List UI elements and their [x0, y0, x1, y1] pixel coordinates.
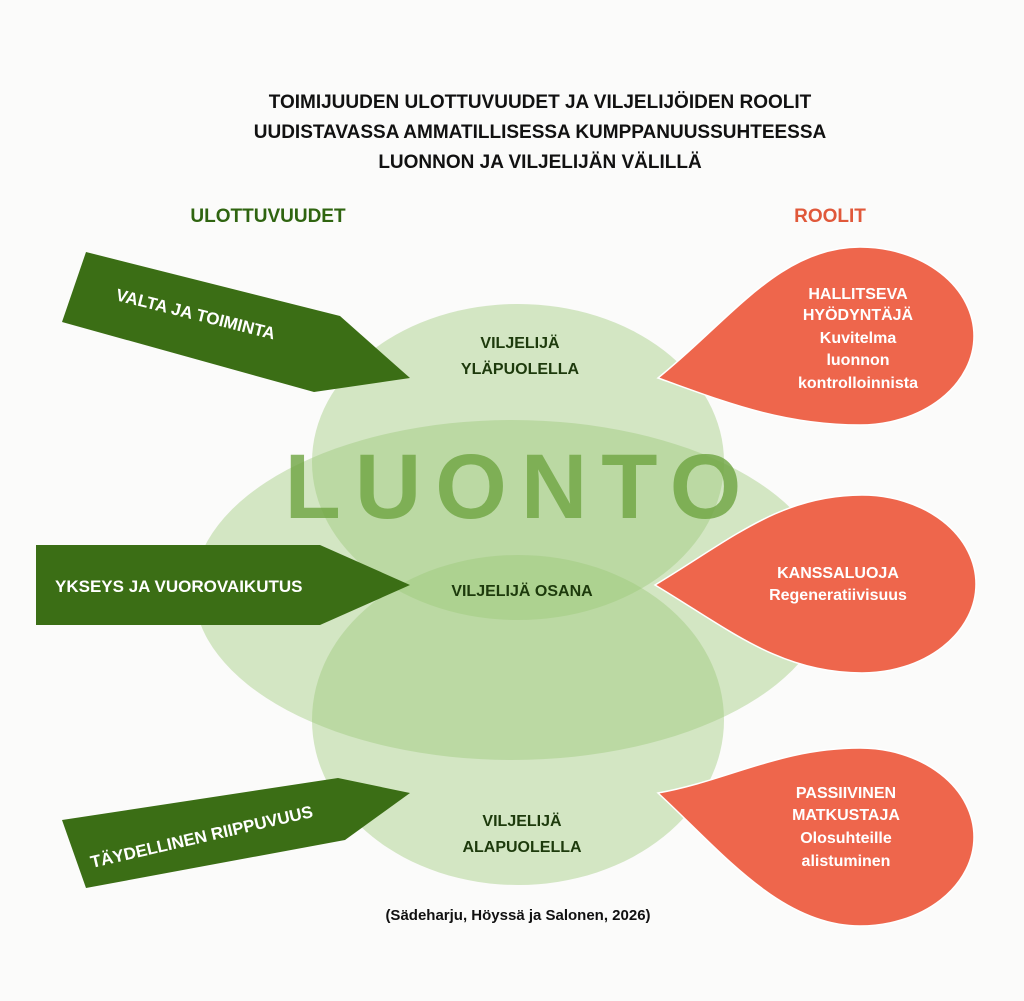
role-3-line-3: Olosuhteille: [800, 830, 892, 847]
nature-label: LUONTO: [285, 436, 756, 538]
role-drop-co-creator: [653, 494, 977, 674]
title-line-3: LUONNON JA VILJELIJÄN VÄLILLÄ: [378, 152, 702, 173]
dimension-arrow-dependence: [62, 778, 410, 888]
role-2-line-2: Regeneratiivisuus: [769, 587, 907, 604]
position-top-line-1: VILJELIJÄ: [480, 334, 560, 352]
dimension-arrow-power: [62, 252, 410, 392]
farmer-above-circle: [312, 304, 724, 620]
citation: (Sädeharju, Höyssä ja Salonen, 2026): [385, 907, 650, 924]
role-2-line-1: KANSSALUOJA: [777, 565, 899, 582]
title-line-1: TOIMIJUUDEN ULOTTUVUUDET JA VILJELIJÖIDE…: [269, 92, 812, 113]
role-1-line-1: HALLITSEVA: [808, 286, 908, 303]
role-3-line-4: alistuminen: [802, 853, 891, 870]
role-1-line-3: Kuvitelma: [820, 330, 897, 347]
role-drop-passive: [656, 747, 975, 927]
position-bottom-line-1: VILJELIJÄ: [482, 812, 562, 830]
role-3-line-1: PASSIIVINEN: [796, 785, 896, 802]
title-line-2: UUDISTAVASSA AMMATILLISESSA KUMPPANUUSSU…: [254, 122, 827, 143]
nature-ellipse: [194, 420, 830, 760]
header-dimensions: ULOTTUVUUDET: [190, 206, 346, 227]
role-1-line-2: HYÖDYNTÄJÄ: [803, 305, 914, 324]
farmer-below-circle: [312, 555, 724, 885]
dimension-arrow-unity: [36, 545, 410, 625]
role-1-line-4: luonnon: [826, 352, 889, 369]
position-bottom-line-2: ALAPUOLELLA: [462, 839, 582, 856]
position-middle: VILJELIJÄ OSANA: [451, 582, 593, 600]
dimension-label-unity: YKSEYS JA VUOROVAIKUTUS: [55, 577, 303, 596]
role-drop-dominant: [656, 246, 975, 426]
position-top-line-2: YLÄPUOLELLA: [461, 360, 580, 378]
header-roles: ROOLIT: [794, 206, 866, 227]
role-1-line-5: kontrolloinnista: [798, 375, 918, 392]
role-3-line-2: MATKUSTAJA: [792, 807, 900, 824]
